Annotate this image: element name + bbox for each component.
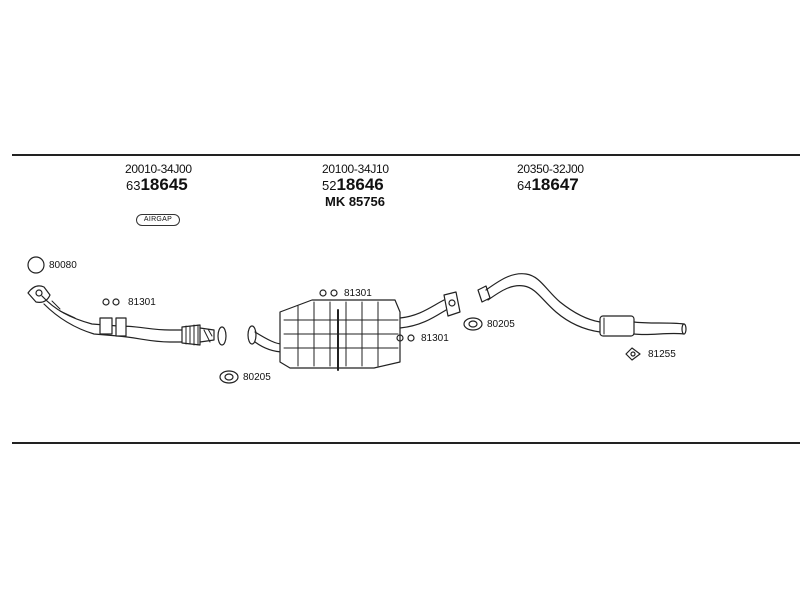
part-3-number-prefix: 64	[517, 178, 532, 193]
callout-label-80205-a[interactable]: 80205	[243, 372, 271, 383]
front-pipe[interactable]	[27, 285, 227, 346]
top-rule	[12, 154, 800, 156]
callout-label-81301-b[interactable]: 81301	[344, 288, 372, 299]
part-2-number[interactable]: 5218646	[322, 175, 384, 195]
callout-label-80080[interactable]: 80080	[49, 260, 77, 271]
callout-label-81301-a[interactable]: 81301	[128, 297, 156, 308]
callout-label-81255[interactable]: 81255	[648, 349, 676, 360]
part-2-number-main: 18646	[336, 175, 384, 194]
part-1-number-main: 18645	[140, 175, 188, 194]
circle-ring-icon	[27, 256, 45, 274]
part-1-number-prefix: 63	[126, 178, 141, 193]
part-2-number-prefix: 52	[322, 178, 337, 193]
part-1-number[interactable]: 6318645	[126, 175, 188, 195]
callout-label-80205-b[interactable]: 80205	[487, 319, 515, 330]
callout-label-81301-c[interactable]: 81301	[421, 333, 449, 344]
gasket-icon	[463, 317, 483, 331]
part-1-oe-number: 20010-34J00	[125, 162, 192, 176]
bottom-rule	[12, 442, 800, 444]
rear-pipe[interactable]	[477, 273, 687, 337]
airgap-badge: AIRGAP	[136, 214, 180, 226]
part-2-mounting-kit[interactable]: MK 85756	[325, 194, 385, 209]
clamp-pair-icon	[102, 298, 120, 306]
clamp-pair-icon	[396, 334, 415, 342]
part-3-number-main: 18647	[531, 175, 579, 194]
rubber-mount-icon	[625, 347, 641, 361]
part-3-number[interactable]: 6418647	[517, 175, 579, 195]
gasket-icon	[219, 370, 239, 384]
clamp-pair-icon	[319, 289, 338, 297]
part-3-oe-number: 20350-32J00	[517, 162, 584, 176]
part-2-oe-number: 20100-34J10	[322, 162, 389, 176]
center-muffler[interactable]	[247, 291, 461, 371]
